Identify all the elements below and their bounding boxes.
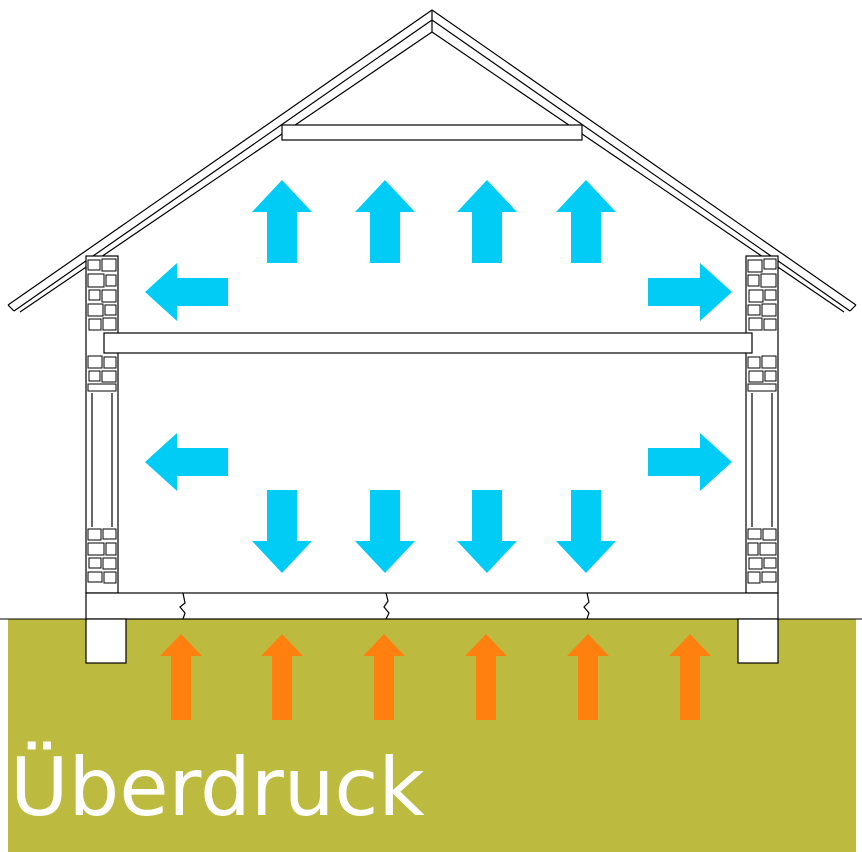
roof <box>7 9 857 313</box>
ground-arrow-up <box>669 634 711 720</box>
ground <box>8 619 856 852</box>
ground-arrow-up <box>160 634 202 720</box>
floor-slab <box>85 592 779 620</box>
attic-arrow-up <box>457 180 517 263</box>
intermediate-floor <box>103 332 753 354</box>
ground-arrow-up <box>261 634 303 720</box>
floor-arrow-down <box>457 490 517 573</box>
upper-side-arrow-right <box>648 263 732 321</box>
ground-arrow-up <box>363 634 405 720</box>
lower-side-arrow-right <box>648 433 732 491</box>
stone-masonry <box>87 258 777 584</box>
arrow-layer <box>145 180 732 720</box>
right-foundation <box>737 618 779 664</box>
lower-side-arrow-left <box>145 433 228 491</box>
left-foundation <box>85 618 127 664</box>
attic-arrow-up <box>252 180 312 263</box>
upper-side-arrow-left <box>145 263 228 321</box>
collar-beam <box>281 124 583 141</box>
attic-arrow-up <box>355 180 415 263</box>
ground-arrow-up <box>567 634 609 720</box>
floor-arrow-down <box>556 490 616 573</box>
ground-arrow-up <box>465 634 507 720</box>
caption-text: Überdruck <box>10 741 425 834</box>
attic-arrow-up <box>556 180 616 263</box>
floor-arrow-down <box>355 490 415 573</box>
floor-arrow-down <box>252 490 312 573</box>
